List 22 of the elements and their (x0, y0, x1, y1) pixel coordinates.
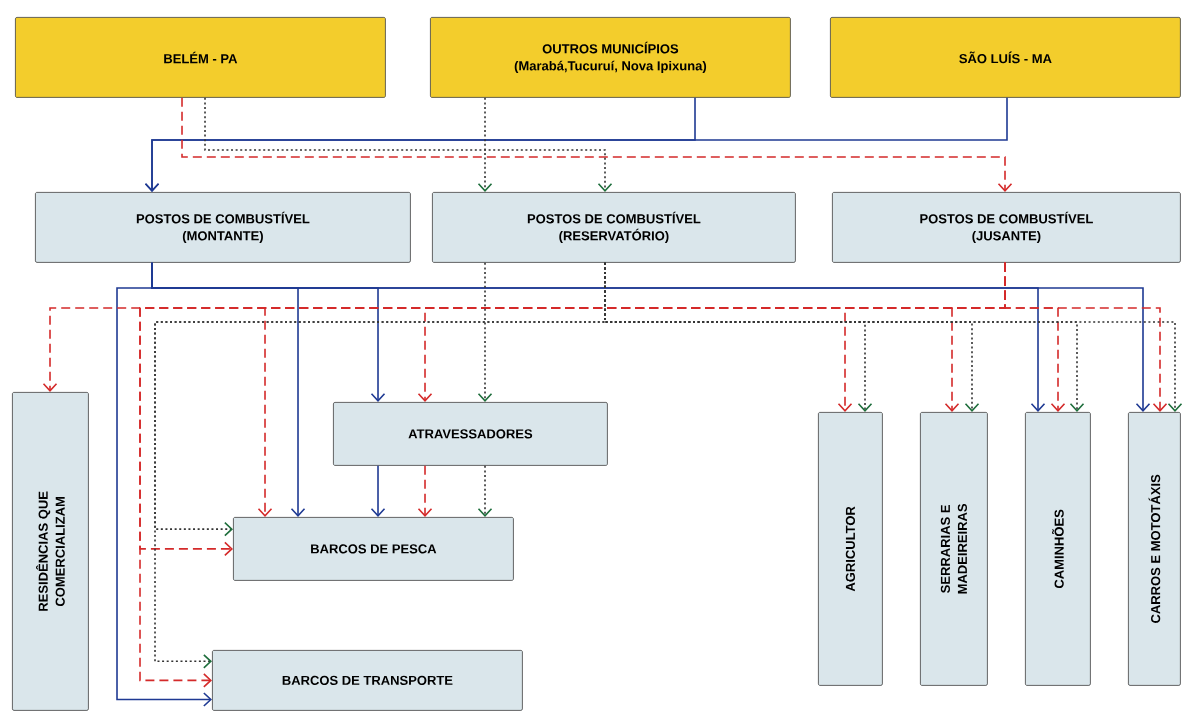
destination-box: AGRICULTOR (818, 412, 883, 686)
destination-box: CAMINHÕES (1025, 412, 1091, 686)
origin-box: SÃO LUÍS - MA (830, 17, 1181, 98)
arrow (477, 262, 493, 402)
arrow (417, 465, 433, 517)
destination-box: BARCOS DE PESCA (233, 517, 514, 581)
origin-box: BELÉM - PA (15, 17, 386, 98)
destination-box: POSTOS DE COMBUSTÍVEL (RESERVATÓRIO) (432, 192, 796, 263)
destination-box: ATRAVESSADORES (333, 402, 608, 466)
destination-box: BARCOS DE TRANSPORTE (212, 650, 523, 711)
arrow (604, 262, 1183, 412)
destination-box: POSTOS DE COMBUSTÍVEL (MONTANTE) (35, 192, 411, 263)
destination-box: POSTOS DE COMBUSTÍVEL (JUSANTE) (832, 192, 1181, 263)
destination-box: SERRARIAS E MADEIREIRAS (920, 412, 988, 686)
destination-box: CARROS E MOTOTÁXIS (1128, 412, 1181, 686)
arrow (477, 97, 493, 192)
arrow (204, 97, 613, 192)
arrow (1004, 262, 1168, 412)
arrow (477, 465, 493, 517)
origin-box: OUTROS MUNICÍPIOS (Marabá,Tucuruí, Nova Ipixuna) (430, 17, 791, 98)
arrow (370, 465, 386, 517)
destination-box: RESIDÊNCIAS QUE COMERCIALIZAM (12, 392, 89, 711)
